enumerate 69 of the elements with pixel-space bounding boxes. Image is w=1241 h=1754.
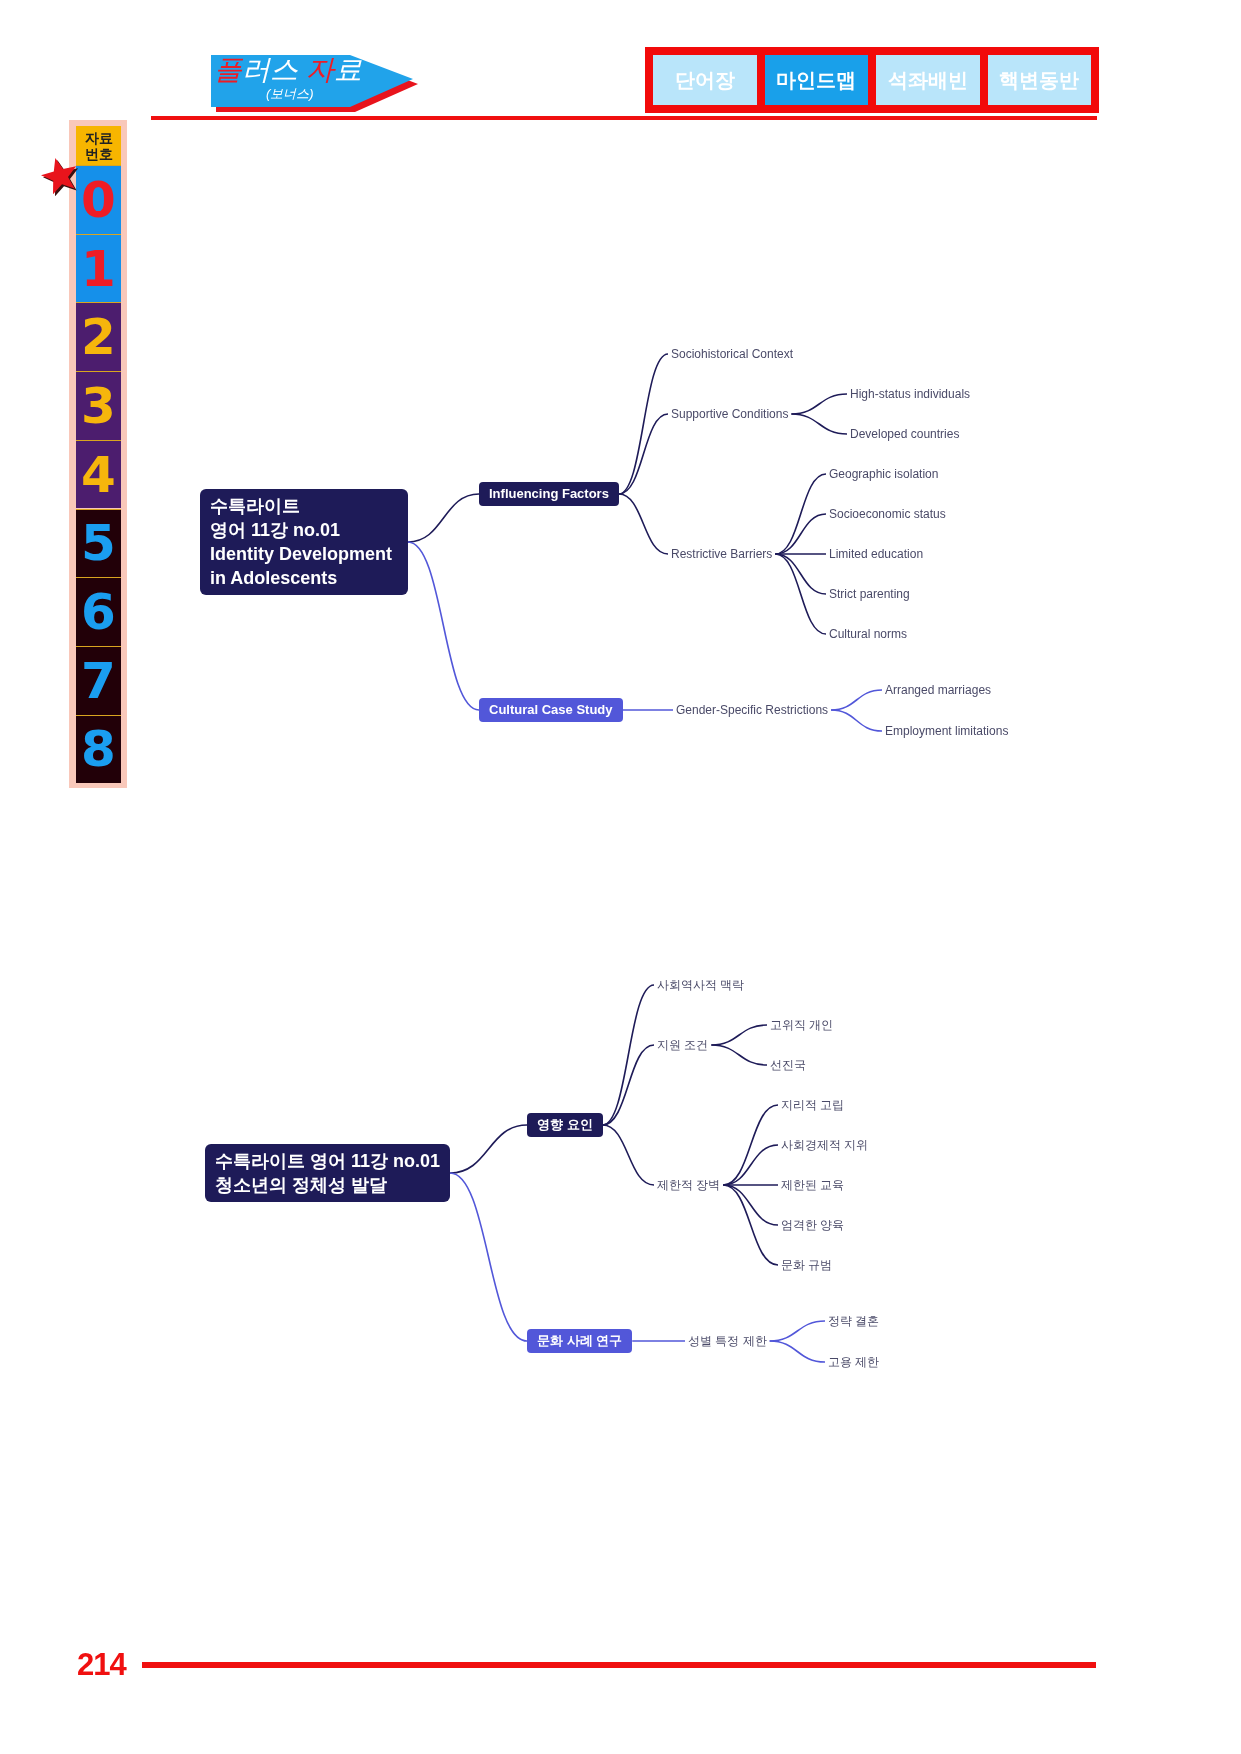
index-tab: 5 [76,508,121,578]
branch-connector [768,1340,826,1363]
branch-connector [774,553,827,595]
topic-text: 지원 조건 [654,1037,712,1053]
index-tab: 0 [76,165,121,234]
branch-connector [621,709,674,711]
topic-text: Strict parenting [826,586,913,602]
index-tab: 3 [76,371,121,440]
topic-text: Geographic isolation [826,466,942,482]
branch-node: 문화 사례 연구 [527,1329,633,1353]
index-tab: 6 [76,577,121,646]
index-tab: 1 [76,233,121,303]
index-tab: 7 [76,645,121,715]
topic-text: 고용 제한 [825,1354,883,1370]
topic-text: 성별 특정 제한 [685,1333,770,1349]
banner-subtitle: (보너스) [266,86,314,102]
topic-text: 정략 결혼 [825,1313,883,1329]
branch-connector [407,493,480,543]
topic-text: Cultural norms [826,626,911,642]
branch-node: Cultural Case Study [479,698,623,722]
branch-connector [631,1340,686,1342]
topic-text: 사회경제적 지위 [778,1137,872,1153]
branch-connector [790,413,848,435]
topic-text: 제한된 교육 [778,1177,848,1193]
topic-text: Developed countries [847,426,963,442]
topic-text: 사회역사적 맥락 [654,977,748,993]
topic-text: Supportive Conditions [668,406,792,422]
subheading-text: Identity Development in Adolescents [210,543,394,590]
topic-text: Socioeconomic status [826,506,949,522]
topic-text: Sociohistorical Context [668,346,797,362]
branch-connector [722,1184,779,1226]
branch-connector [710,1044,768,1066]
root-node [200,489,408,595]
topic-text: Employment limitations [882,723,1012,739]
branch-connector [830,709,883,732]
branch-connector [774,553,827,635]
nav-tab: 마인드맵 [764,55,868,105]
index-tab: 8 [76,714,121,784]
branch-connector [601,1124,655,1186]
heading-text: 수특라이트 영어 11강 no.01 [215,1150,441,1173]
topic-text: Arranged marriages [882,682,995,698]
index-tab: 2 [76,302,121,372]
banner-title: 플러스 자료 [214,54,362,86]
branch-connector [618,353,669,495]
page-number: 214 [77,1653,126,1677]
index-heading: 자료 번호 [76,126,121,165]
nav-tab: 단어장 [653,55,757,105]
branch-connector [407,541,480,711]
topic-text: 지리적 고립 [778,1097,848,1113]
root-node [205,1144,451,1202]
nav-tab: 석좌배빈 [876,55,980,105]
heading-text: 수특라이트 영어 11강 no.01 [210,495,342,542]
branch-connector [722,1184,779,1266]
topic-text: 문화 규범 [778,1257,836,1273]
topic-text: Gender-Specific Restrictions [673,702,832,718]
subheading-text: 청소년의 정체성 발달 [215,1174,388,1197]
branch-node: Influencing Factors [479,482,619,506]
branch-node: 영향 요인 [527,1113,603,1137]
branch-connector [618,493,669,555]
topic-text: Limited education [826,546,927,562]
topic-text: 제한적 장벽 [654,1177,724,1193]
nav-tab: 핵변동반 [987,55,1091,105]
topic-text: 고위직 개인 [767,1017,837,1033]
topic-text: 엄격한 양육 [778,1217,848,1233]
topic-text: High-status individuals [847,386,974,402]
topic-text: 선진국 [767,1057,809,1073]
branch-connector [449,1172,528,1342]
topic-text: Restrictive Barriers [668,546,776,562]
index-tab: 4 [76,439,121,509]
